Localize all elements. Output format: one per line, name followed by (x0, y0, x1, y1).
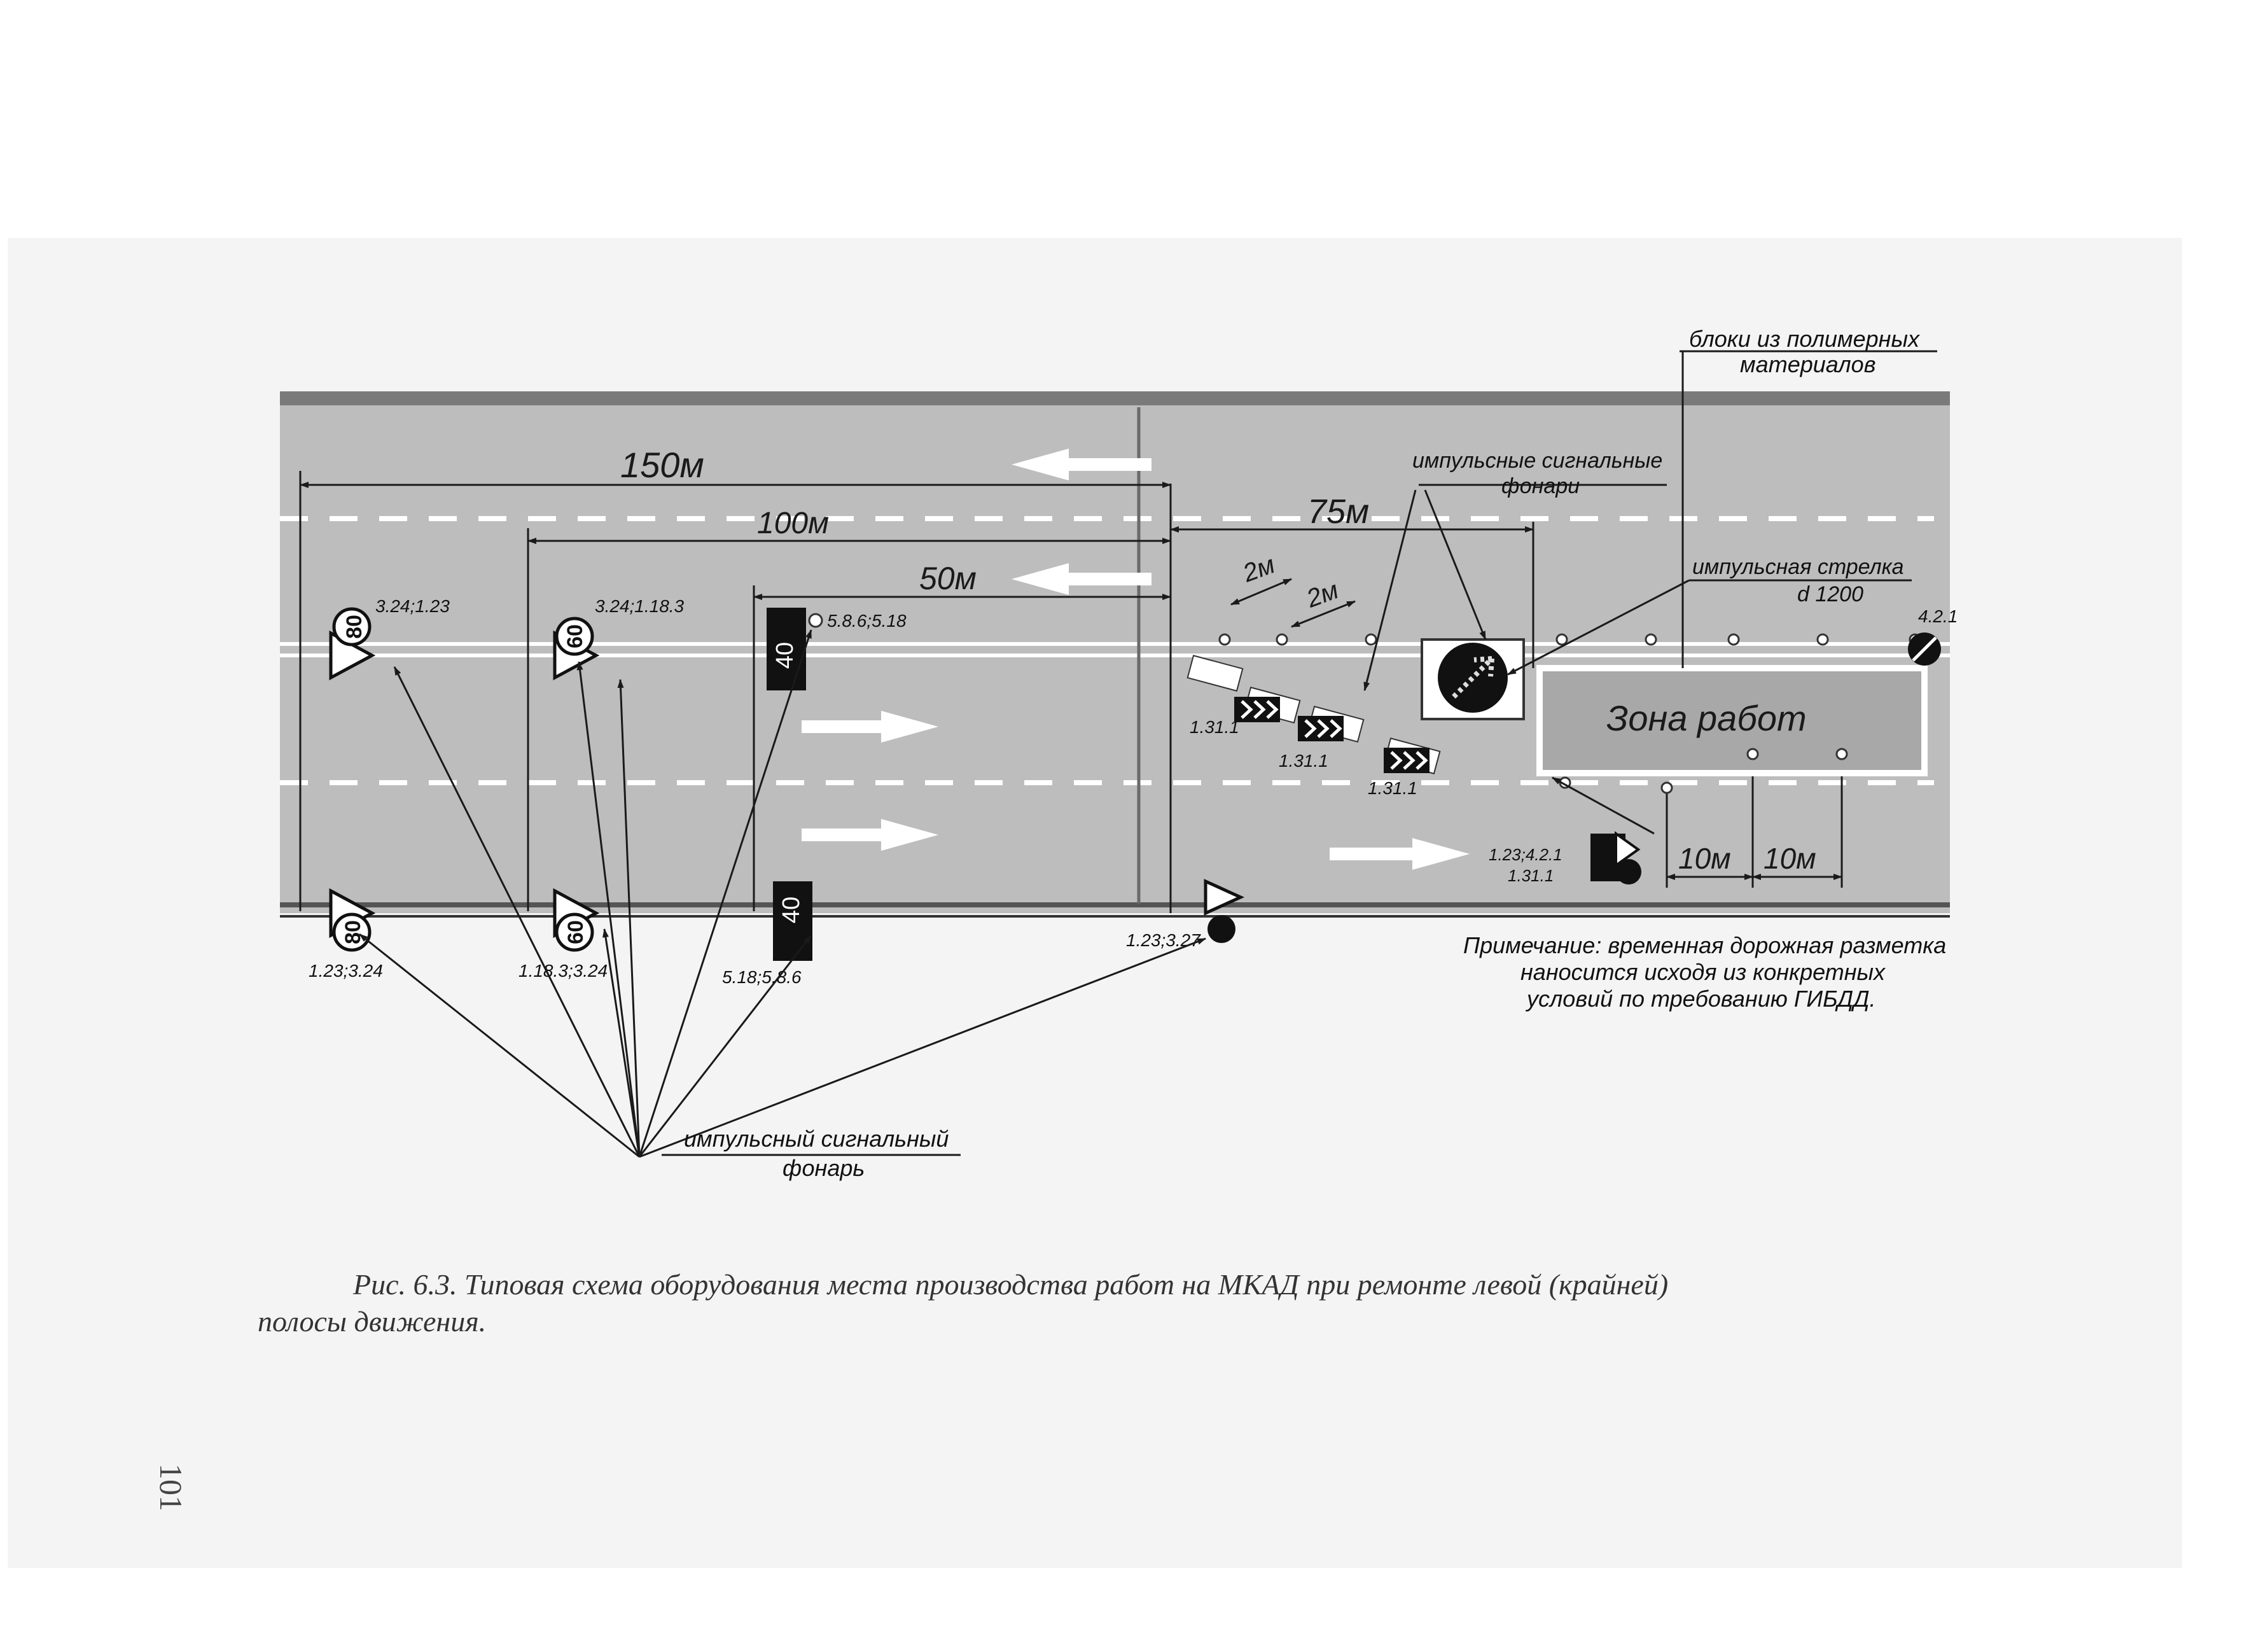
caption-line-2: полосы движения. (258, 1305, 487, 1338)
lamp-bottom-4 (1207, 915, 1235, 943)
dim-10m-a: 10м (1678, 842, 1731, 875)
work-zone-label: Зона работ (1606, 698, 1807, 738)
dim-10m-b: 10м (1764, 842, 1816, 875)
traffic-arrow-right-2 (802, 819, 938, 851)
note-line-2: наносится исходя из конкретных (1520, 959, 1886, 985)
callout-lights-1: импульсные сигнальные (1412, 449, 1662, 473)
speed-sign-80-top (329, 607, 376, 681)
speed-80-top: 80 (342, 615, 366, 639)
traffic-arrow-right-3 (1330, 838, 1470, 870)
traffic-arrow-left-1 (1012, 449, 1151, 480)
speed-sign-60-top (553, 617, 600, 681)
dim-50m: 50м (919, 561, 977, 596)
board-40-bottom (773, 881, 812, 961)
board-40-bottom-value: 40 (778, 897, 805, 923)
road-surface (280, 404, 1950, 913)
work-zone (1536, 665, 1928, 776)
sign-code-bot3: 5.18;5.8.6 (722, 967, 802, 987)
callout-arrow-1: импульсная стрелка (1692, 555, 1904, 579)
road-top-edge (280, 391, 1950, 405)
speed-80-bottom: 80 (341, 920, 365, 944)
sign-code-bot4: 1.23;3.27 (1126, 930, 1201, 950)
marking-2: 1.31.1 (1279, 751, 1328, 771)
speed-60-top: 60 (563, 624, 587, 648)
sign-code-top1: 3.24;1.23 (375, 596, 450, 616)
note-line-3: условий по требованию ГИБДД. (1525, 986, 1876, 1012)
speed-60-bottom: 60 (564, 920, 588, 944)
dim-150m: 150м (620, 445, 704, 485)
chevron-boards (1234, 697, 1430, 773)
sign-code-bot1: 1.23;3.24 (309, 961, 383, 981)
page-number: 101 (153, 1464, 189, 1511)
marking-3: 1.31.1 (1368, 778, 1417, 798)
impulse-arrow-icon (1438, 643, 1508, 713)
callout-blocks-2: материалов (1740, 351, 1876, 377)
dimension-lines (299, 471, 1843, 913)
lamp-label-1: импульсный сигнальный (684, 1126, 949, 1152)
traffic-arrow-left-2 (1012, 563, 1151, 595)
dim-100m: 100м (757, 507, 829, 540)
sign-code-right-top: 4.2.1 (1918, 606, 1958, 626)
lamp-leader-lines (359, 629, 1206, 1158)
traffic-arrow-right-1 (802, 711, 938, 743)
marking-1: 1.31.1 (1190, 717, 1239, 737)
sign-code-top2: 3.24;1.18.3 (595, 596, 685, 616)
callout-lights-2: фонари (1501, 474, 1580, 498)
dim-75m: 75м (1307, 493, 1369, 531)
note-line-1: Примечание: временная дорожная разметка (1463, 932, 1946, 958)
callout-leaders (1363, 350, 1937, 835)
sign-code-near-zone-2: 1.31.1 (1508, 866, 1554, 885)
lamp-label-2: фонарь (783, 1155, 865, 1181)
sign-code-bot2: 1.18.3;3.24 (518, 961, 608, 981)
warning-sign-bottom (1204, 879, 1245, 916)
board-40-top (767, 608, 806, 690)
sign-code-near-zone-1: 1.23;4.2.1 (1489, 845, 1562, 864)
caption-line-1: Рис. 6.3. Типовая схема оборудования мес… (353, 1268, 1669, 1301)
callout-arrow-2: d 1200 (1797, 582, 1863, 606)
board-40-top-value: 40 (772, 642, 798, 669)
road-bottom-edge (280, 902, 1950, 907)
figure-caption: Рис. 6.3. Типовая схема оборудования мес… (258, 1266, 1912, 1340)
lamp-top-3 (808, 613, 823, 628)
sign-code-top3: 5.8.6;5.18 (827, 611, 907, 631)
speed-sign-60-bottom (553, 888, 600, 952)
callout-blocks-1: блоки из полимерных (1689, 326, 1921, 352)
